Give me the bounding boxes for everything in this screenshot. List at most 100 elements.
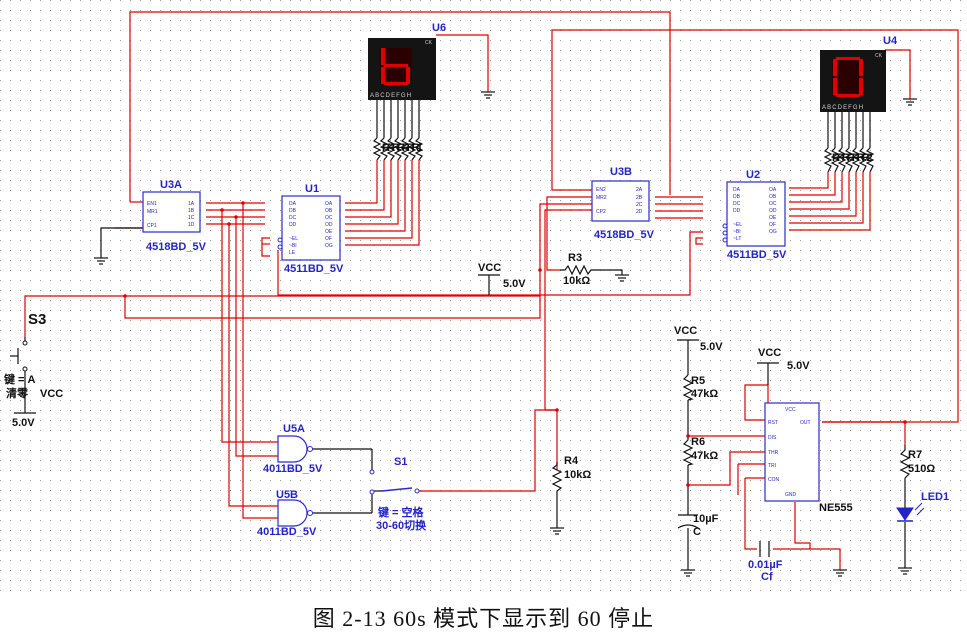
svg-text:2B: 2B xyxy=(636,195,643,201)
u5b-ref: U5B xyxy=(276,489,298,501)
resistor-r4: R4 10kΩ xyxy=(551,455,591,495)
svg-text:~LT: ~LT xyxy=(733,236,741,242)
svg-text:OC: OC xyxy=(769,201,777,207)
svg-text:DA: DA xyxy=(289,201,297,207)
s3-vcc-label: VCC xyxy=(40,388,63,400)
s3-note-line1: 键 = A xyxy=(3,372,36,386)
u5a-ref: U5A xyxy=(283,423,305,435)
svg-text:OC: OC xyxy=(325,215,333,221)
u3a-part: 4518BD_5V xyxy=(146,241,207,253)
svg-text:OB: OB xyxy=(325,208,333,214)
svg-text:OE: OE xyxy=(325,229,333,235)
resistor-array-label-1: RRRRRRR1 xyxy=(382,142,423,154)
svg-text:MR1: MR1 xyxy=(147,209,158,215)
cf-value: 0.01µF xyxy=(748,559,783,571)
ne555-vcc-label: VCC xyxy=(758,347,781,359)
vcc-center-label: VCC xyxy=(478,262,501,274)
svg-text:OF: OF xyxy=(325,236,332,242)
svg-text:OA: OA xyxy=(769,187,777,193)
r4-value: 10kΩ xyxy=(564,469,591,481)
r6-value: 47kΩ xyxy=(691,450,718,462)
svg-text:GND: GND xyxy=(785,492,797,498)
svg-text:CP1: CP1 xyxy=(147,223,157,229)
svg-text:OE: OE xyxy=(769,215,777,221)
r7-ref: R7 xyxy=(908,449,922,461)
gate-u5a: U5A 4011BD_5V xyxy=(263,423,323,475)
svg-text:MR2: MR2 xyxy=(596,195,607,201)
svg-text:OF: OF xyxy=(769,222,776,228)
s1-note-line1: 键 = 空格 xyxy=(377,505,425,519)
switch-s3[interactable]: S3 键 = A 清零 VCC 5.0V xyxy=(3,311,63,429)
svg-text:2A: 2A xyxy=(636,187,643,193)
r3-ref: R3 xyxy=(568,252,582,264)
svg-text:VCC: VCC xyxy=(785,407,796,413)
chip-u2: U2 4511BD_5V DA DB DC DD ~EL ~BI ~LT OA … xyxy=(722,169,787,261)
ground-and-power-wires xyxy=(14,91,917,577)
u6-ref: U6 xyxy=(432,22,446,34)
r5-vcc-volt: 5.0V xyxy=(700,341,723,353)
u3b-part: 4518BD_5V xyxy=(594,229,655,241)
chip-u1: U1 4511BD_5V DA DB DC DD ~EL ~BI LE OA O… xyxy=(277,183,344,275)
svg-text:DA: DA xyxy=(733,187,741,193)
svg-text:LE: LE xyxy=(289,250,296,256)
u1-ref: U1 xyxy=(305,183,319,195)
resistor-r3: R3 10kΩ xyxy=(560,252,594,287)
svg-text:DB: DB xyxy=(733,194,741,200)
svg-text:2C: 2C xyxy=(636,202,643,208)
u5b-part: 4011BD_5V xyxy=(257,526,317,538)
svg-text:OUT: OUT xyxy=(800,420,811,426)
gate-u5b: U5B 4011BD_5V xyxy=(257,489,317,538)
svg-text:EN1: EN1 xyxy=(147,201,157,207)
switch-s1[interactable]: S1 键 = 空格 30-60切换 xyxy=(369,456,427,532)
r5-value: 47kΩ xyxy=(691,388,718,400)
u4-ref: U4 xyxy=(883,35,898,47)
svg-text:1A: 1A xyxy=(188,201,195,207)
svg-text:RST: RST xyxy=(768,420,778,426)
chip-ne555: VCC 5.0V VCC RST DIS THR TRI CON OUT GND… xyxy=(758,347,853,514)
r5-ref: R5 xyxy=(691,375,705,387)
u2-ref: U2 xyxy=(746,169,760,181)
c-ref: C xyxy=(693,526,701,538)
resistor-array-label-2: RRRRRRR2 xyxy=(832,152,873,164)
svg-text:DIS: DIS xyxy=(768,435,777,441)
r5-vcc-label: VCC xyxy=(674,325,697,337)
svg-text:~EL: ~EL xyxy=(733,222,742,228)
svg-text:DD: DD xyxy=(289,222,297,228)
r6-ref: R6 xyxy=(691,436,705,448)
u3b-ref: U3B xyxy=(610,166,632,178)
svg-text:~BI: ~BI xyxy=(289,243,297,249)
circuit-schematic: ABCDEFGH CK U6 ABCDEFGH CK U4 xyxy=(0,0,967,595)
ne555-vcc-volt: 5.0V xyxy=(787,360,810,372)
r3-value: 10kΩ xyxy=(563,275,590,287)
svg-text:DC: DC xyxy=(733,201,741,207)
u4-ck-tag: CK xyxy=(875,53,883,59)
u2-part: 4511BD_5V xyxy=(727,249,787,261)
u6-seg-letters: ABCDEFGH xyxy=(370,93,412,99)
r5-r6-c-chain: VCC 5.0V R5 47kΩ R6 47kΩ 10µF C xyxy=(674,325,723,538)
svg-text:~EL: ~EL xyxy=(289,236,298,242)
svg-text:2D: 2D xyxy=(636,209,643,215)
capacitor-cf: 0.01µF Cf xyxy=(748,541,783,583)
display-u6: ABCDEFGH CK U6 xyxy=(368,22,446,138)
svg-text:TRI: TRI xyxy=(768,463,776,469)
s1-note-line2: 30-60切换 xyxy=(376,518,427,532)
svg-text:OD: OD xyxy=(769,208,777,214)
svg-text:~BI: ~BI xyxy=(733,229,741,235)
u4-seg-letters: ABCDEFGH xyxy=(822,105,864,111)
figure-caption: 图 2-13 60s 模式下显示到 60 停止 xyxy=(312,606,655,631)
resistor-array-u6: RRRRRRR1 xyxy=(372,137,426,161)
r7-led1: R7 510Ω LED1 xyxy=(896,445,949,522)
r4-ref: R4 xyxy=(564,455,579,467)
chip-u3b: U3B 4518BD_5V EN2 MR2 CP2 2A 2B 2C 2D xyxy=(591,166,655,241)
svg-text:OG: OG xyxy=(325,243,333,249)
c-value: 10µF xyxy=(693,513,719,525)
s3-ref: S3 xyxy=(28,311,46,328)
svg-text:OD: OD xyxy=(325,222,333,228)
cf-ref: Cf xyxy=(761,571,773,583)
s3-volt-label: 5.0V xyxy=(12,417,35,429)
s3-note-line2: 清零 xyxy=(6,386,29,400)
svg-text:DC: DC xyxy=(289,215,297,221)
display-u4: ABCDEFGH CK U4 xyxy=(820,35,898,148)
svg-text:EN2: EN2 xyxy=(596,187,606,193)
svg-text:1B: 1B xyxy=(188,208,195,214)
